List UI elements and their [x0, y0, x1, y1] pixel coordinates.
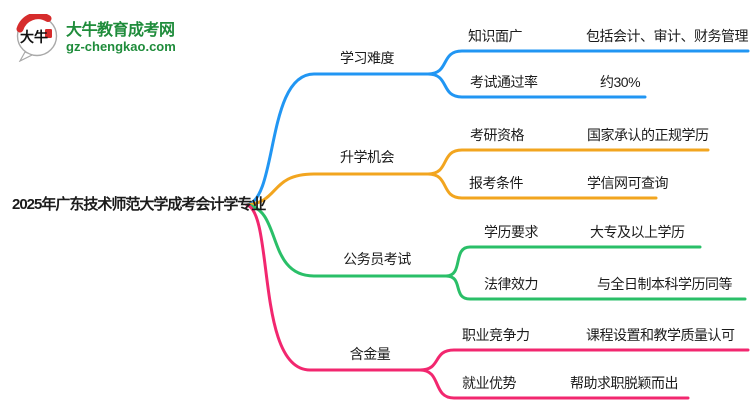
leaf-key: 报考条件 — [469, 175, 524, 191]
leaf-value: 大专及以上学历 — [590, 224, 685, 240]
site-url: gz-chengkao.com — [66, 39, 176, 54]
site-name: 大牛教育成考网 — [66, 22, 175, 39]
leaf-key: 考研资格 — [470, 127, 525, 143]
leaf-key: 学历要求 — [484, 224, 539, 240]
branch-label-further-study: 升学机会 — [340, 149, 395, 165]
branch-label-study-difficulty: 学习难度 — [340, 50, 395, 66]
leaf-value: 约30% — [600, 74, 641, 90]
branch2-row1-line — [426, 148, 710, 176]
branch-label-civil-service-exam: 公务员考试 — [343, 251, 411, 267]
leaf-value: 课程设置和教学质量认可 — [586, 327, 735, 343]
leaf-value: 与全日制本科学历同等 — [597, 276, 733, 292]
branch4-row2-line — [418, 368, 690, 400]
leaf-key: 职业竞争力 — [462, 327, 530, 343]
leaf-key: 考试通过率 — [470, 74, 538, 90]
root-node-label: 2025年广东技术师范大学成考会计学专业 — [12, 196, 266, 213]
leaf-value: 包括会计、审计、财务管理 — [586, 28, 749, 44]
leaf-key: 就业优势 — [462, 375, 517, 391]
branch3-row2-line — [444, 274, 747, 301]
site-logo[interactable]: 大牛 大牛教育成考网 gz-chengkao.com — [14, 14, 176, 62]
leaf-value: 国家承认的正规学历 — [587, 127, 709, 143]
ox-bubble-icon: 大牛 — [16, 14, 58, 62]
logo-icon-text: 大牛 — [20, 29, 48, 45]
branch1-main-line — [245, 72, 430, 207]
branch3-row1-line — [444, 245, 702, 278]
leaf-key: 知识面广 — [468, 28, 523, 44]
branch1-row1-line — [426, 49, 750, 76]
leaf-value: 帮助求职脱颖而出 — [570, 375, 679, 391]
branch3-main-line — [245, 203, 448, 278]
branch2-row2-line — [426, 172, 658, 200]
branch1-row2-line — [426, 72, 647, 99]
leaf-value: 学信网可查询 — [587, 175, 669, 191]
branch-label-value: 含金量 — [349, 346, 391, 362]
branch2-main-line — [245, 172, 430, 207]
branch4-main-line — [245, 203, 422, 372]
leaf-key: 法律效力 — [484, 276, 539, 292]
branch4-row1-line — [418, 348, 750, 372]
